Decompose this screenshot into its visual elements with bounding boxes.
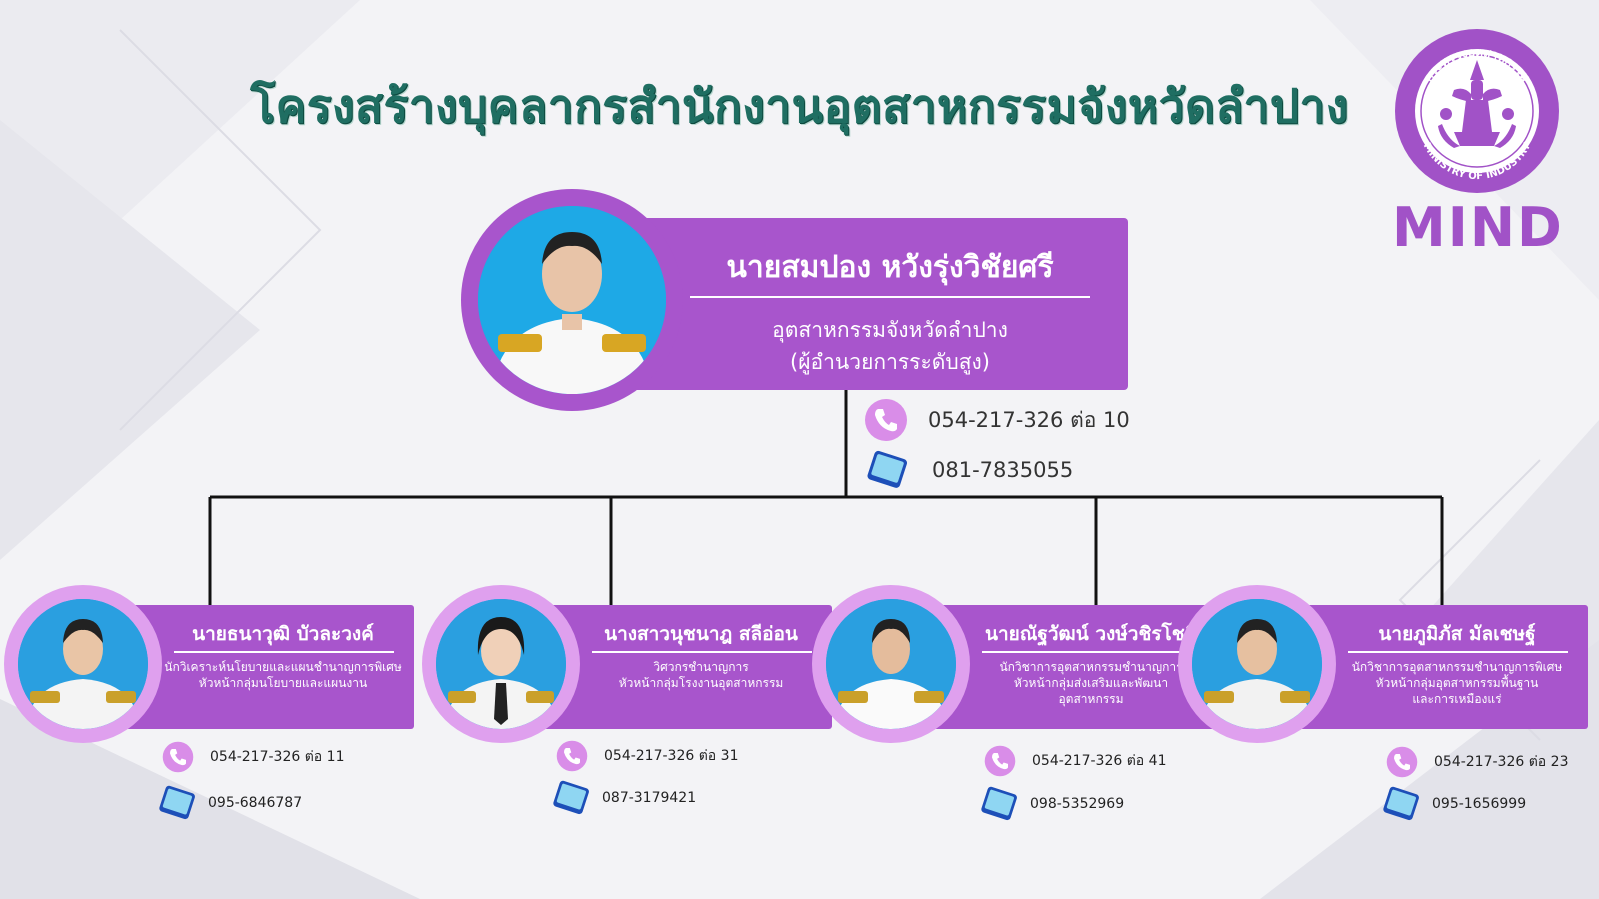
staff-photo bbox=[826, 599, 956, 729]
phone-icon bbox=[865, 399, 907, 441]
phone-icon bbox=[1386, 746, 1418, 778]
phone-icon bbox=[162, 741, 194, 773]
mobile-phone-icon bbox=[867, 450, 908, 488]
staff-card: นายณัฐวัฒน์ วงษ์วชิรโชติ นักวิชาการอุตสา… bbox=[812, 585, 1232, 825]
staff-photo bbox=[436, 599, 566, 729]
mobile-phone-icon bbox=[1383, 786, 1419, 821]
person-photo-icon bbox=[478, 206, 666, 394]
staff-mobile-row: 095-6846787 bbox=[152, 785, 302, 821]
person-photo-icon bbox=[826, 599, 956, 729]
staff-phone-row: 054-217-326 ต่อ 31 bbox=[556, 740, 738, 772]
person-photo-icon bbox=[1192, 599, 1322, 729]
staff-mobile: 098-5352969 bbox=[1030, 796, 1125, 812]
staff-divider bbox=[982, 651, 1202, 653]
staff-mobile: 095-6846787 bbox=[208, 795, 303, 811]
head-position-line: อุตสาหกรรมจังหวัดลำปาง bbox=[772, 318, 1008, 342]
staff-position: นักวิชาการอุตสาหกรรมชำนาญการ หัวหน้ากลุ่… bbox=[960, 659, 1222, 707]
staff-divider bbox=[174, 651, 394, 653]
staff-name: นางสาวนุชนาฎ สลีอ่อน bbox=[604, 623, 798, 645]
staff-mobile: 095-1656999 bbox=[1432, 796, 1527, 812]
head-position: อุตสาหกรรมจังหวัดลำปาง (ผู้อำนวยการระดับ… bbox=[690, 314, 1090, 378]
staff-position: นักวิเคราะห์นโยบายและแผนชำนาญการพิเศษ หั… bbox=[152, 659, 414, 691]
staff-phone-row: 054-217-326 ต่อ 11 bbox=[162, 741, 344, 773]
head-divider bbox=[690, 296, 1090, 298]
phone-icon bbox=[984, 745, 1016, 777]
staff-card: นายธนาวุฒิ บัวละวงค์ นักวิเคราะห์นโยบายแ… bbox=[4, 585, 424, 825]
staff-position-line: นักวิเคราะห์นโยบายและแผนชำนาญการพิเศษ bbox=[164, 660, 402, 674]
staff-divider bbox=[1348, 651, 1568, 653]
head-phone: 054-217-326 ต่อ 10 bbox=[928, 407, 1130, 432]
staff-position-line: หัวหน้ากลุ่มอุตสาหกรรมพื้นฐาน bbox=[1375, 676, 1539, 690]
staff-photo bbox=[1192, 599, 1322, 729]
head-photo bbox=[478, 206, 666, 394]
phone-icon bbox=[556, 740, 588, 772]
staff-phone-row: 054-217-326 ต่อ 41 bbox=[984, 745, 1166, 777]
staff-phone-row: 054-217-326 ต่อ 23 bbox=[1386, 746, 1568, 778]
staff-mobile-row: 095-1656999 bbox=[1376, 786, 1526, 822]
head-name: นายสมปอง หวังรุ่งวิชัยศรี bbox=[726, 250, 1054, 285]
staff-phone: 054-217-326 ต่อ 31 bbox=[604, 748, 739, 764]
staff-position-line: นักวิชาการอุตสาหกรรมชำนาญการพิเศษ bbox=[1351, 660, 1563, 674]
staff-position-line: หัวหน้ากลุ่มส่งเสริมและพัฒนา bbox=[1013, 676, 1169, 690]
staff-position: วิศวกรชำนาญการ หัวหน้ากลุ่มโรงงานอุตสาหก… bbox=[570, 659, 832, 691]
staff-phone: 054-217-326 ต่อ 41 bbox=[1032, 753, 1167, 769]
staff-card: นางสาวนุชนาฎ สลีอ่อน วิศวกรชำนาญการ หัวห… bbox=[422, 585, 842, 825]
staff-name-banner bbox=[124, 605, 414, 729]
head-position-line: (ผู้อำนวยการระดับสูง) bbox=[790, 350, 990, 374]
staff-name-banner bbox=[1298, 605, 1588, 729]
staff-phone: 054-217-326 ต่อ 11 bbox=[210, 749, 345, 765]
staff-position-line: อุตสาหกรรม bbox=[1058, 692, 1124, 706]
mobile-phone-icon bbox=[159, 785, 195, 820]
staff-name: นายธนาวุฒิ บัวละวงค์ bbox=[192, 623, 374, 645]
staff-mobile-row: 098-5352969 bbox=[974, 786, 1124, 822]
staff-position: นักวิชาการอุตสาหกรรมชำนาญการพิเศษ หัวหน้… bbox=[1326, 659, 1588, 707]
head-mobile: 081-7835055 bbox=[932, 458, 1074, 482]
person-photo-icon bbox=[436, 599, 566, 729]
staff-mobile-row: 087-3179421 bbox=[546, 780, 696, 816]
staff-photo bbox=[18, 599, 148, 729]
staff-position-line: นักวิชาการอุตสาหกรรมชำนาญการ bbox=[999, 660, 1183, 674]
staff-phone: 054-217-326 ต่อ 23 bbox=[1434, 754, 1569, 770]
head-phone-row: 054-217-326 ต่อ 10 bbox=[864, 398, 1130, 442]
staff-position-line: และการเหมืองแร่ bbox=[1412, 692, 1502, 706]
page-title: โครงสร้างบุคลากรสำนักงานอุตสาหกรรมจังหวั… bbox=[250, 79, 1349, 133]
head-mobile-row: 081-7835055 bbox=[860, 450, 1073, 490]
ministry-seal-icon: กระทรวงอุตสาหกรรม MINISTRY OF INDUSTRY bbox=[1395, 29, 1559, 193]
person-photo-icon bbox=[18, 599, 148, 729]
staff-card: นายภูมิภัส มัลเชษฐ์ นักวิชาการอุตสาหกรรม… bbox=[1178, 585, 1598, 825]
mobile-phone-icon bbox=[981, 786, 1017, 821]
staff-mobile: 087-3179421 bbox=[602, 790, 697, 806]
logo-wordmark: MIND bbox=[1392, 196, 1564, 259]
staff-position-line: หัวหน้ากลุ่มโรงงานอุตสาหกรรม bbox=[618, 676, 784, 690]
staff-position-line: หัวหน้ากลุ่มนโยบายและแผนงาน bbox=[198, 676, 368, 690]
staff-name-banner bbox=[542, 605, 832, 729]
staff-name-banner bbox=[932, 605, 1222, 729]
mobile-phone-icon bbox=[553, 780, 589, 815]
staff-name: นายภูมิภัส มัลเชษฐ์ bbox=[1378, 623, 1536, 645]
staff-divider bbox=[592, 651, 812, 653]
staff-name: นายณัฐวัฒน์ วงษ์วชิรโชติ bbox=[984, 623, 1197, 645]
staff-position-line: วิศวกรชำนาญการ bbox=[653, 660, 749, 674]
